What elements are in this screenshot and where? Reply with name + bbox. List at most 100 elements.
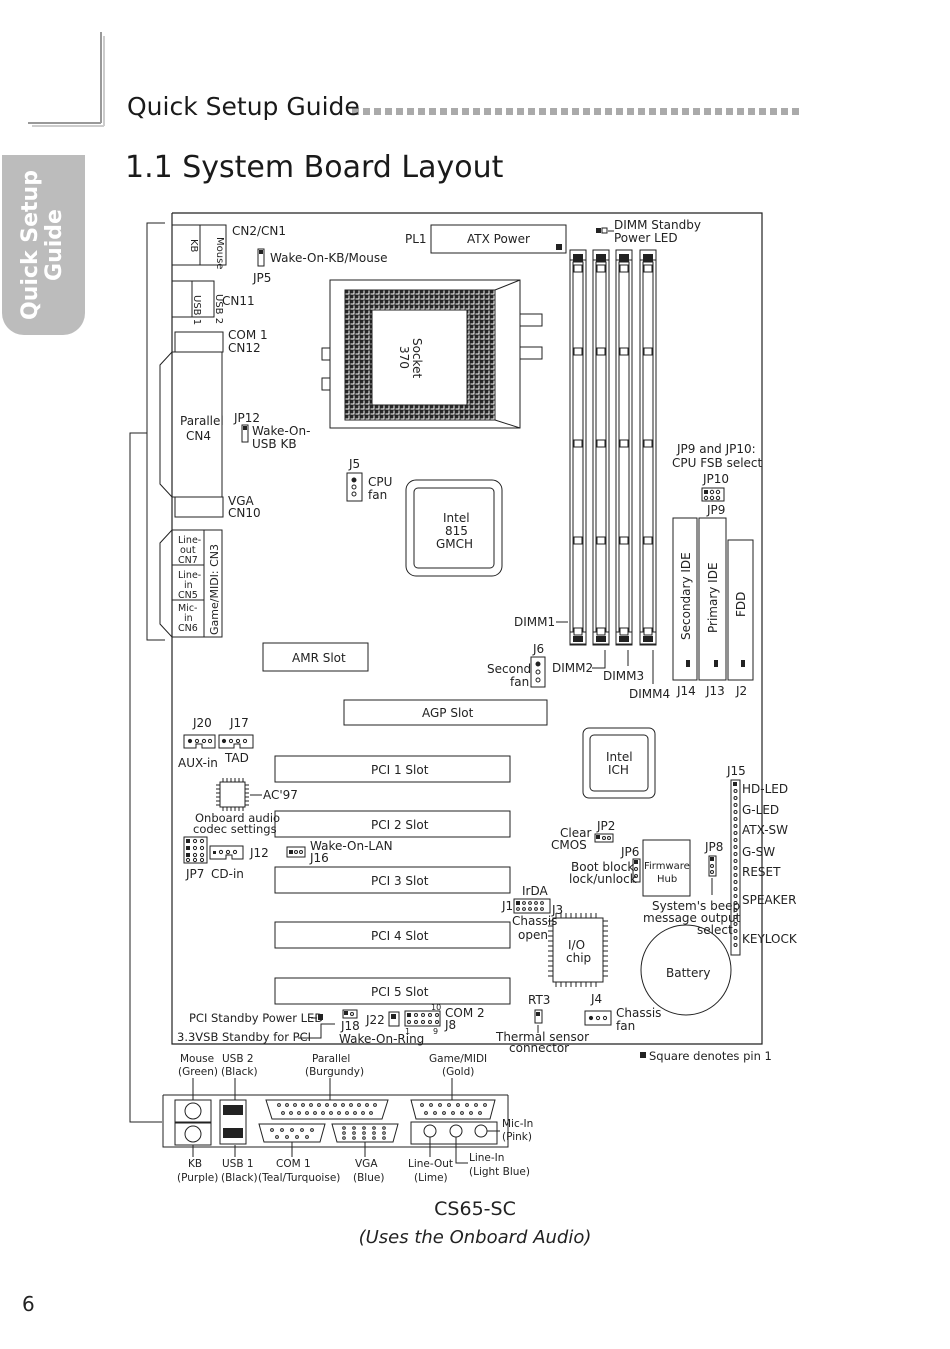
svg-text:J8: J8 bbox=[444, 1018, 456, 1032]
wake-on-lan-connector bbox=[286, 846, 306, 858]
svg-text:JP9 and JP10:: JP9 and JP10: bbox=[676, 442, 756, 456]
ac97-chip bbox=[216, 778, 249, 811]
j18-jumper bbox=[342, 1009, 358, 1019]
svg-text:DIMM4: DIMM4 bbox=[629, 687, 670, 701]
secondary-ide bbox=[672, 517, 698, 681]
svg-text:USB 1: USB 1 bbox=[191, 295, 202, 325]
svg-text:PCI Standby Power LED: PCI Standby Power LED bbox=[189, 1011, 323, 1025]
svg-text:J2: J2 bbox=[735, 684, 747, 698]
svg-text:select: select bbox=[697, 923, 733, 937]
chassis-fan-connector bbox=[584, 1010, 612, 1026]
svg-text:CN12: CN12 bbox=[228, 341, 261, 355]
svg-text:CPU: CPU bbox=[368, 475, 392, 489]
svg-text:PL1: PL1 bbox=[405, 232, 427, 246]
svg-text:KB: KB bbox=[188, 239, 199, 253]
svg-text:Wake-On-LAN: Wake-On-LAN bbox=[310, 839, 393, 853]
jp8-jumper bbox=[708, 855, 717, 877]
svg-text:JP6: JP6 bbox=[620, 845, 639, 859]
aux-in-connector bbox=[183, 734, 216, 749]
svg-text:J17: J17 bbox=[229, 716, 249, 730]
svg-text:CPU FSB select: CPU FSB select bbox=[672, 456, 763, 470]
svg-text:(Burgundy): (Burgundy) bbox=[305, 1066, 364, 1078]
pci-slot-4 bbox=[274, 921, 511, 949]
io-bracket bbox=[146, 222, 165, 641]
svg-text:CN5: CN5 bbox=[178, 590, 198, 601]
svg-text:G-LED: G-LED bbox=[742, 803, 779, 817]
board-outline bbox=[171, 212, 763, 1045]
svg-text:KB: KB bbox=[188, 1158, 202, 1170]
svg-text:J20: J20 bbox=[192, 716, 212, 730]
svg-text:JP7: JP7 bbox=[185, 867, 204, 881]
pci-slot-5 bbox=[274, 977, 511, 1005]
svg-text:System's beep: System's beep bbox=[652, 899, 740, 913]
svg-text:FDD: FDD bbox=[734, 592, 748, 617]
svg-text:fan: fan bbox=[510, 675, 529, 689]
svg-text:Mouse: Mouse bbox=[180, 1053, 214, 1065]
svg-text:DIMM Standby: DIMM Standby bbox=[614, 218, 701, 232]
svg-text:Intel: Intel bbox=[606, 750, 633, 764]
agp-slot bbox=[343, 699, 548, 726]
header-decoration bbox=[28, 32, 799, 127]
svg-text:in: in bbox=[184, 580, 193, 591]
svg-text:I/O: I/O bbox=[568, 938, 585, 952]
dimm-slot-1 bbox=[569, 249, 587, 646]
svg-text:9: 9 bbox=[433, 1027, 438, 1036]
svg-text:PCI 2 Slot: PCI 2 Slot bbox=[371, 818, 429, 832]
section-header: Quick Setup Guide bbox=[127, 92, 360, 121]
svg-text:DIMM1: DIMM1 bbox=[514, 615, 555, 629]
svg-text:3.3VSB Standby for PCI: 3.3VSB Standby for PCI bbox=[177, 1030, 311, 1044]
svg-text:PCI 3 Slot: PCI 3 Slot bbox=[371, 874, 429, 888]
svg-text:(Black): (Black) bbox=[221, 1066, 258, 1078]
svg-text:370: 370 bbox=[397, 346, 411, 369]
svg-text:1: 1 bbox=[405, 1027, 410, 1036]
svg-text:Intel: Intel bbox=[443, 511, 470, 525]
firmware-hub-chip: Firmware Hub bbox=[642, 839, 691, 897]
svg-text:open: open bbox=[518, 928, 548, 942]
svg-text:Parallel: Parallel bbox=[180, 414, 224, 428]
svg-text:USB KB: USB KB bbox=[252, 437, 297, 451]
svg-text:SPEAKER: SPEAKER bbox=[742, 893, 796, 907]
svg-text:Primary IDE: Primary IDE bbox=[706, 562, 720, 633]
svg-text:(Gold): (Gold) bbox=[442, 1066, 474, 1078]
svg-text:JP8: JP8 bbox=[704, 840, 723, 854]
svg-text:VGA: VGA bbox=[355, 1158, 378, 1170]
svg-text:CMOS: CMOS bbox=[551, 838, 587, 852]
cpu-fan-connector bbox=[346, 472, 363, 502]
battery: Battery bbox=[640, 924, 732, 1016]
model-caption: CS65-SC bbox=[434, 1198, 516, 1220]
com2-header bbox=[404, 1010, 441, 1027]
svg-text:J15: J15 bbox=[726, 764, 746, 778]
svg-text:VGA: VGA bbox=[228, 494, 255, 508]
svg-text:J14: J14 bbox=[676, 684, 696, 698]
pci-slot-2 bbox=[274, 810, 511, 838]
svg-text:IrDA: IrDA bbox=[522, 884, 549, 898]
svg-text:J4: J4 bbox=[590, 992, 602, 1006]
svg-text:Line-: Line- bbox=[178, 570, 201, 581]
socket-370: Socket 370 bbox=[321, 279, 543, 429]
tad-connector bbox=[218, 734, 254, 749]
board-diagram: KB Mouse CN2/CN1 Wake-On-KB/Mouse JP5 US… bbox=[129, 212, 798, 1184]
svg-text:Wake-On-Ring: Wake-On-Ring bbox=[339, 1032, 424, 1046]
svg-text:DIMM3: DIMM3 bbox=[603, 669, 644, 683]
svg-text:USB 1: USB 1 bbox=[222, 1158, 254, 1170]
jp2-jumper bbox=[594, 833, 614, 843]
svg-text:(Teal/Turquoise): (Teal/Turquoise) bbox=[258, 1172, 340, 1184]
svg-text:Hub: Hub bbox=[657, 874, 677, 885]
svg-text:AGP Slot: AGP Slot bbox=[422, 706, 474, 720]
svg-text:Parallel: Parallel bbox=[312, 1053, 350, 1065]
jp12-jumper bbox=[241, 424, 249, 443]
svg-text:codec settings: codec settings bbox=[193, 822, 277, 836]
atx-power-connector bbox=[430, 224, 567, 254]
svg-text:(Green): (Green) bbox=[178, 1066, 218, 1078]
svg-text:Mic-: Mic- bbox=[178, 603, 198, 614]
ich-chip: Intel ICH bbox=[582, 727, 656, 799]
front-panel-connector bbox=[730, 779, 741, 956]
svg-text:chip: chip bbox=[566, 951, 591, 965]
svg-text:out: out bbox=[180, 545, 196, 556]
dimm-slot-3 bbox=[615, 249, 633, 646]
svg-text:USB 2: USB 2 bbox=[222, 1053, 254, 1065]
svg-text:G-SW: G-SW bbox=[742, 845, 775, 859]
jp7-jumpers bbox=[183, 836, 208, 864]
page-number: 6 bbox=[22, 1292, 35, 1316]
